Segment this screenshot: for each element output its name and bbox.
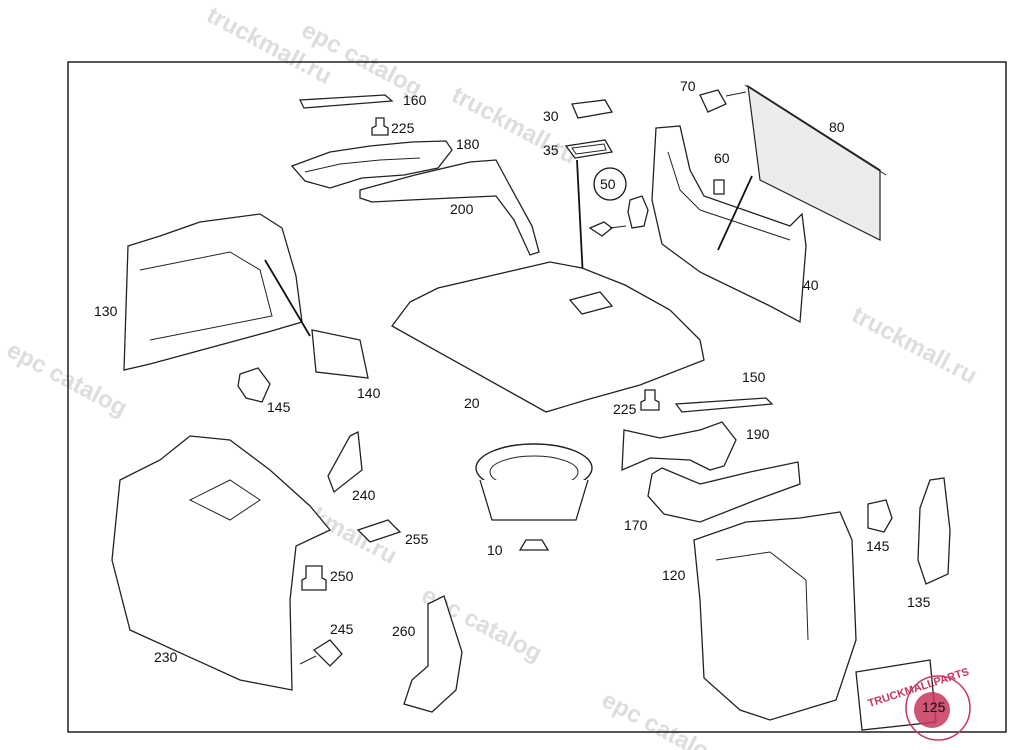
callout-255: 255 <box>405 531 429 547</box>
part-225-clip-top[interactable] <box>371 117 389 136</box>
part-170-trim[interactable] <box>647 461 801 523</box>
part-135-trim-strip[interactable] <box>917 477 951 585</box>
part-50-fastener[interactable] <box>588 167 649 237</box>
watermark-text: epc catalog <box>2 336 131 422</box>
callout-120: 120 <box>662 567 686 583</box>
part-80-cargo-net[interactable] <box>744 84 887 241</box>
callout-50: 50 <box>600 176 616 192</box>
callout-200: 200 <box>450 201 474 217</box>
callout-245: 245 <box>330 621 354 637</box>
part-160-strip[interactable] <box>298 94 394 109</box>
callout-190: 190 <box>746 426 770 442</box>
part-130-side-trim[interactable] <box>123 213 303 371</box>
watermark-text: truckmall.ru <box>847 301 981 389</box>
callout-140: 140 <box>357 385 381 401</box>
callout-230: 230 <box>154 649 178 665</box>
callout-260: 260 <box>392 623 416 639</box>
part-20-floor-mat[interactable] <box>391 261 705 413</box>
callout-160: 160 <box>403 92 427 108</box>
part-180-trim[interactable] <box>290 140 453 189</box>
callout-30: 30 <box>543 108 559 124</box>
part-10-spare-wheel-well[interactable] <box>475 443 593 551</box>
watermark-text: truckmall.ru <box>447 81 581 169</box>
part-35-panel[interactable] <box>564 139 614 159</box>
leader-line <box>717 175 753 251</box>
callout-250: 250 <box>330 568 354 584</box>
leader-line <box>264 259 311 337</box>
callout-240: 240 <box>352 487 376 503</box>
callout-150: 150 <box>742 369 766 385</box>
part-120-side-trim[interactable] <box>693 511 857 721</box>
part-145-clip-right[interactable] <box>867 499 893 533</box>
callout-225-top: 225 <box>391 120 415 136</box>
callout-10: 10 <box>487 542 503 558</box>
part-200-trim[interactable] <box>359 159 540 256</box>
part-255-pad[interactable] <box>356 519 402 543</box>
callout-60: 60 <box>714 150 730 166</box>
watermark-text: epc catalog <box>597 686 726 750</box>
callout-80: 80 <box>829 119 845 135</box>
part-260-pillar[interactable] <box>403 595 463 713</box>
diagram-frame <box>67 61 1007 733</box>
part-245-screw[interactable] <box>299 639 343 667</box>
callout-40: 40 <box>803 277 819 293</box>
callout-135: 135 <box>907 594 931 610</box>
part-225-clip-lower[interactable] <box>640 389 660 411</box>
part-250-fastener[interactable] <box>301 565 327 591</box>
callout-225-lower: 225 <box>613 401 637 417</box>
callout-35: 35 <box>543 142 559 158</box>
callout-145-right: 145 <box>866 538 890 554</box>
callout-125: 125 <box>922 699 946 715</box>
callout-20: 20 <box>464 395 480 411</box>
part-230-trunk-tub[interactable] <box>111 435 332 691</box>
part-150-strip[interactable] <box>674 397 774 413</box>
callout-145-left: 145 <box>267 399 291 415</box>
part-60-clip[interactable] <box>713 179 725 195</box>
callout-labels: 10 20 30 35 40 50 60 70 80 120 125 130 1… <box>94 78 946 715</box>
callout-180: 180 <box>456 136 480 152</box>
callout-170: 170 <box>624 517 648 533</box>
part-30-pad[interactable] <box>571 99 614 119</box>
part-70-hook[interactable] <box>699 89 747 113</box>
callout-130: 130 <box>94 303 118 319</box>
part-190-trim[interactable] <box>621 421 737 472</box>
part-145-clip-left[interactable] <box>237 367 271 403</box>
part-240-bracket[interactable] <box>327 430 363 494</box>
callout-70: 70 <box>680 78 696 94</box>
part-140-cover[interactable] <box>311 329 369 379</box>
